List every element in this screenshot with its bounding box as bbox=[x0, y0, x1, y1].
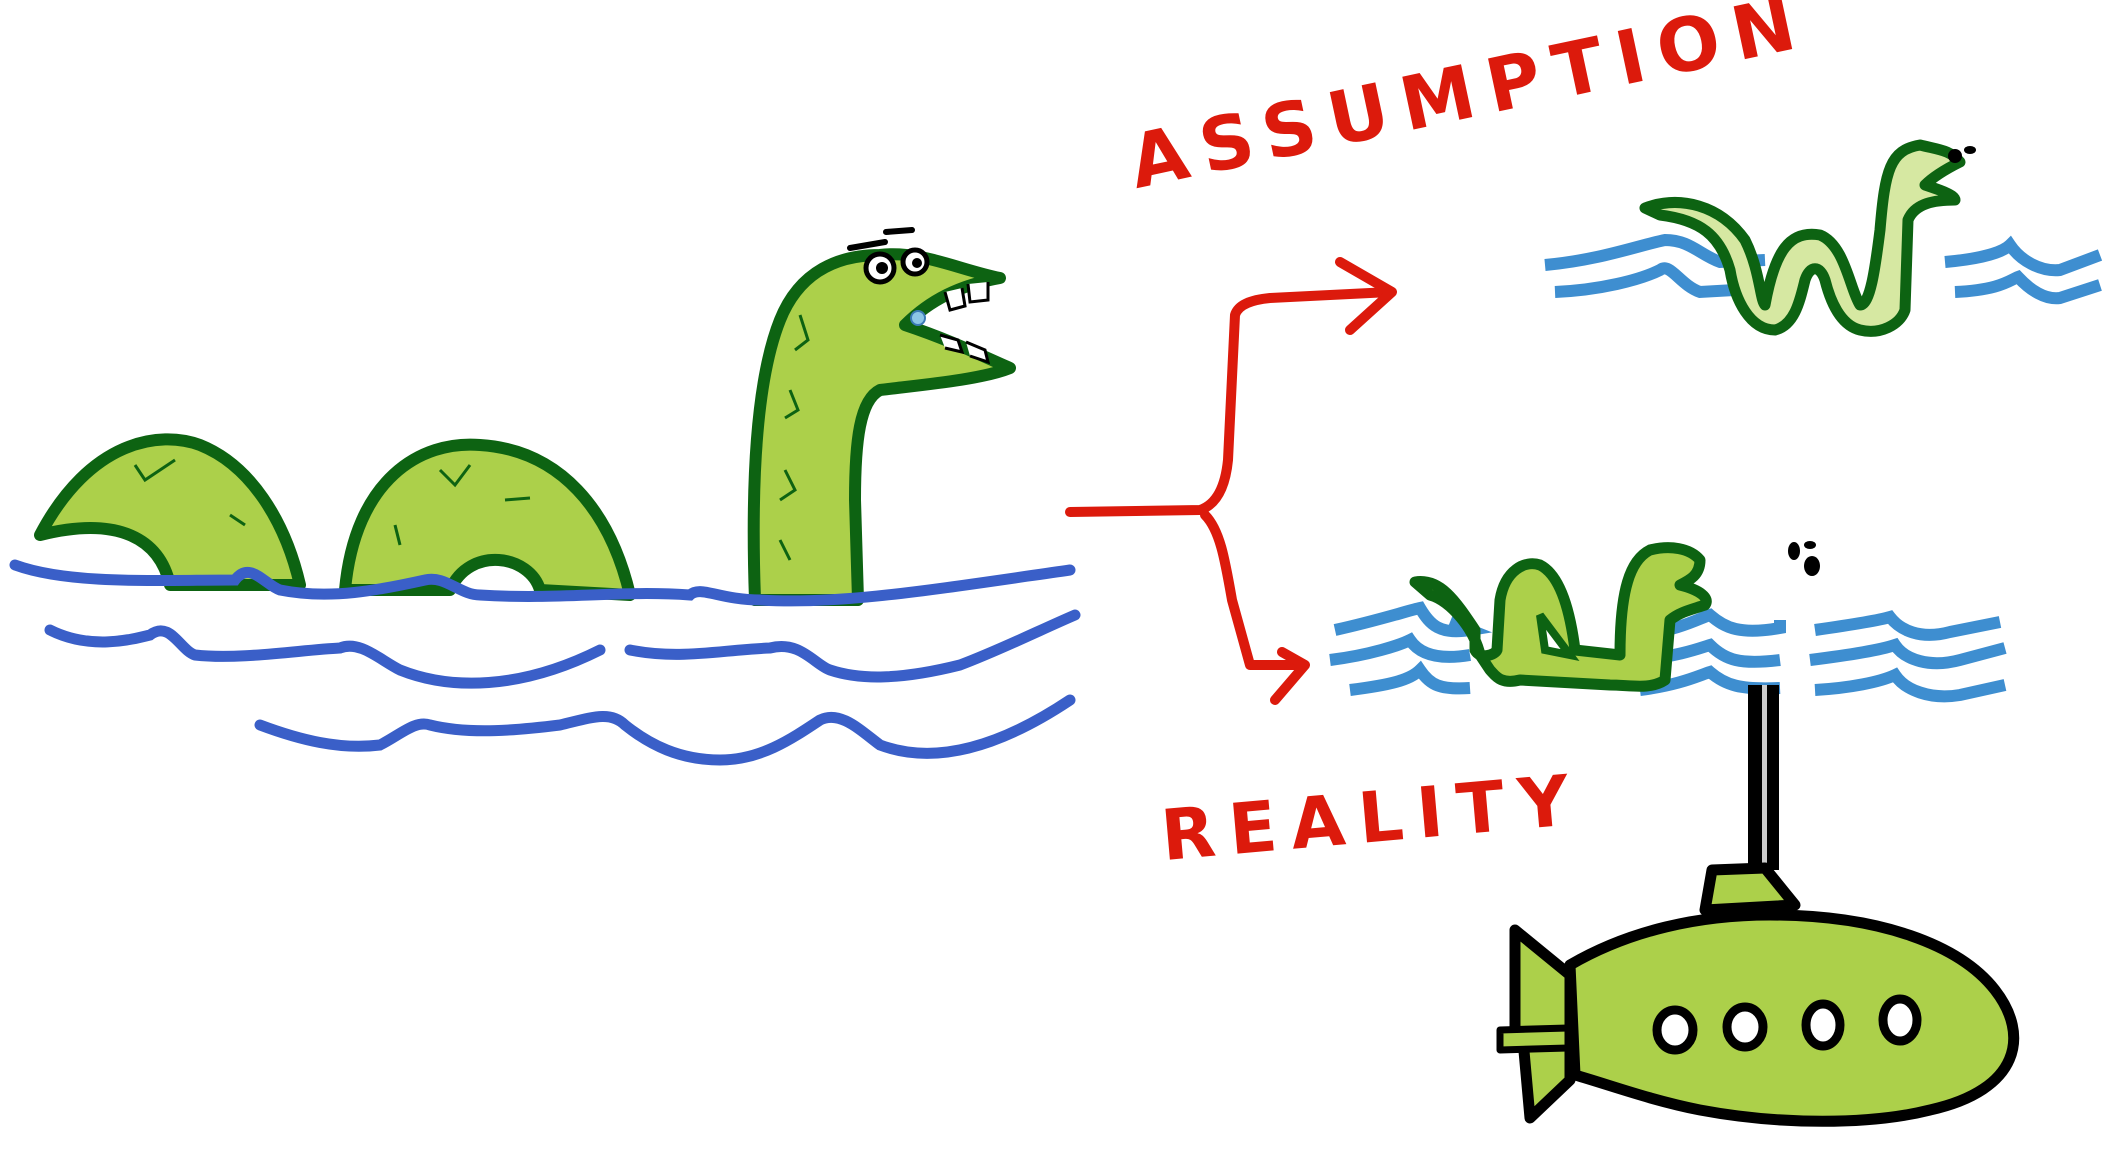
assumption-monster bbox=[1544, 139, 2103, 337]
portholes bbox=[1652, 994, 1922, 1055]
reality-monster bbox=[1329, 541, 2007, 870]
branch-arrow bbox=[1065, 257, 1397, 705]
submarine bbox=[1496, 862, 2020, 1127]
big-sea-monster bbox=[34, 227, 1016, 606]
big-waves bbox=[9, 559, 1081, 766]
